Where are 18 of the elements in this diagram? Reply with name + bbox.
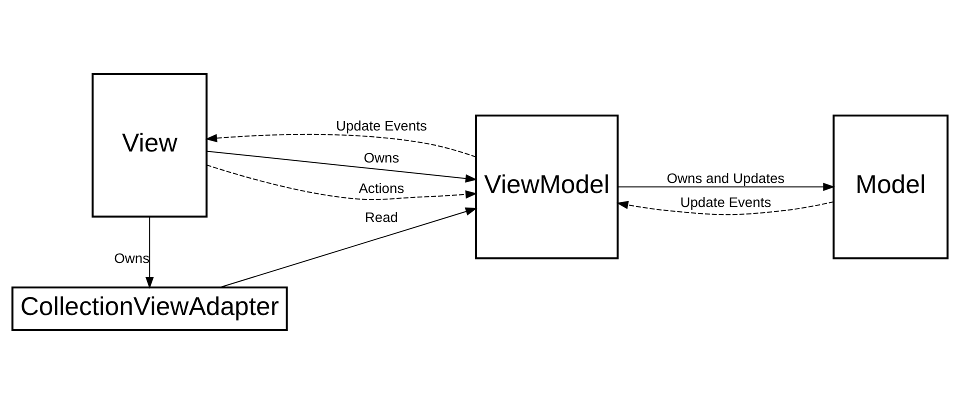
node-box: View: [92, 72, 208, 218]
edge-label: Owns and Updates: [666, 170, 785, 186]
node-box: CollectionViewAdapter: [11, 286, 288, 332]
edge-label: Actions: [358, 180, 404, 196]
arrow: [617, 182, 836, 192]
arrow: [616, 200, 834, 216]
node-box: ViewModel: [475, 114, 619, 260]
node-box: Model: [832, 114, 949, 260]
edge-label: Update Events: [680, 194, 772, 210]
edge-label: Owns: [114, 250, 150, 266]
arrow: [205, 134, 477, 158]
arrow: [206, 164, 478, 200]
edge-label: Update Events: [336, 118, 427, 134]
edge-label: Read: [364, 208, 398, 225]
arrow: [206, 150, 478, 183]
arrow: [219, 208, 478, 288]
edge-label: Owns: [364, 149, 400, 166]
arrow: [145, 216, 154, 289]
